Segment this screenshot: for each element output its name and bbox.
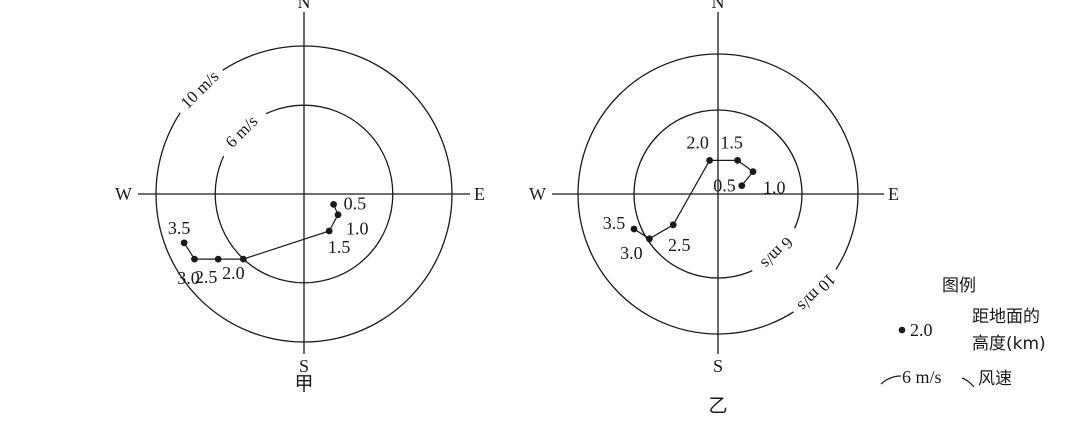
data-point-1.5 xyxy=(325,227,333,235)
hodograph-line xyxy=(633,159,754,240)
legend-arc-right-icon xyxy=(961,377,975,388)
data-point-2.0 xyxy=(706,157,713,164)
ring-label-10: 10 m/s xyxy=(794,270,840,316)
ring-label-mask-10 xyxy=(788,264,846,322)
direction-label-south: S xyxy=(299,356,309,376)
data-point-0.5 xyxy=(330,200,337,208)
data-point-0.5 xyxy=(738,182,746,190)
legend-arc-desc: 风速 xyxy=(978,369,1012,389)
data-point-label-2.5: 2.5 xyxy=(195,267,218,287)
data-point-label-2.5: 2.5 xyxy=(668,235,691,255)
data-point-1.0 xyxy=(749,168,757,176)
data-point-2.5 xyxy=(669,221,677,229)
data-point-label-1.0: 1.0 xyxy=(346,219,369,239)
direction-label-west: W xyxy=(115,184,132,204)
legend-dot-marker xyxy=(898,326,906,334)
speed-ring-6 xyxy=(633,109,803,279)
direction-label-north: N xyxy=(298,0,311,12)
data-point-label-3.0: 3.0 xyxy=(620,243,643,263)
data-point-label-0.5: 0.5 xyxy=(713,176,736,196)
legend-arc-left-icon xyxy=(880,375,902,385)
direction-label-east: E xyxy=(474,184,485,204)
speed-ring-10 xyxy=(155,45,453,343)
legend: 图例 2.0 距地面的 高度(km) 6 m/s 风速 xyxy=(880,276,1046,389)
data-point-1.5 xyxy=(734,157,741,164)
speed-ring-10 xyxy=(577,53,859,335)
data-point-2.5 xyxy=(214,255,222,263)
data-point-label-3.0: 3.0 xyxy=(177,268,200,288)
data-point-3.5 xyxy=(630,225,638,233)
legend-arc-value: 6 m/s xyxy=(902,367,942,387)
data-point-label-3.5: 3.5 xyxy=(168,218,191,238)
speed-ring-6 xyxy=(214,104,394,284)
data-point-label-1.5: 1.5 xyxy=(328,237,351,257)
data-point-label-0.5: 0.5 xyxy=(344,193,367,213)
data-point-label-1.0: 1.0 xyxy=(763,178,786,198)
direction-label-south: S xyxy=(713,356,723,376)
ring-label-mask-6 xyxy=(212,102,270,160)
legend-title: 图例 xyxy=(942,276,976,296)
data-point-label-3.5: 3.5 xyxy=(603,213,626,233)
data-point-label-2.0: 2.0 xyxy=(686,132,709,152)
ring-label-mask-6 xyxy=(749,225,806,282)
hodograph-line xyxy=(183,204,339,260)
legend-dot-value: 2.0 xyxy=(910,320,933,340)
direction-label-west: W xyxy=(529,184,546,204)
legend-dot-desc-line1: 距地面的 xyxy=(972,307,1040,327)
legend-dot-desc-line2: 高度(km) xyxy=(972,334,1046,354)
data-point-label-2.0: 2.0 xyxy=(222,263,245,283)
ring-label-mask-10 xyxy=(171,61,228,118)
data-point-3.5 xyxy=(180,239,188,247)
ring-label-10: 10 m/s xyxy=(177,67,223,113)
panel-label: 乙 xyxy=(708,395,727,417)
direction-label-east: E xyxy=(888,184,899,204)
data-point-3.0 xyxy=(191,255,198,263)
data-point-label-1.5: 1.5 xyxy=(720,132,743,152)
panel-label: 甲 xyxy=(294,373,313,395)
direction-label-north: N xyxy=(712,0,725,12)
data-point-2.0 xyxy=(239,255,247,263)
data-point-1.0 xyxy=(334,211,342,219)
data-point-3.0 xyxy=(646,235,653,243)
